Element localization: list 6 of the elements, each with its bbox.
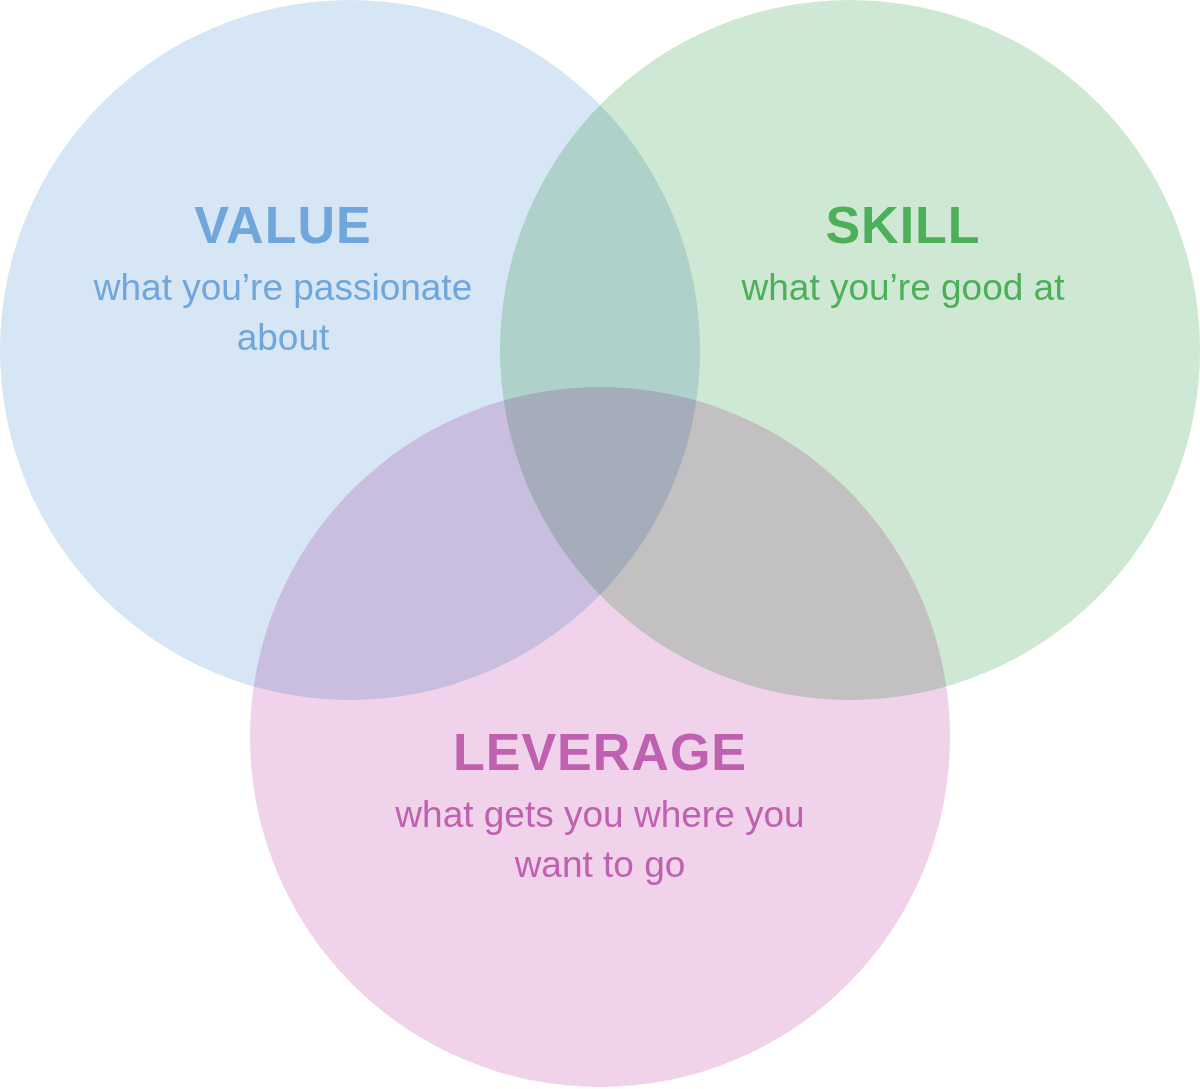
circle-heading: SKILL (824, 195, 982, 255)
circle-description: what gets you where you want to go (394, 793, 806, 887)
circle-heading: LEVERAGE (451, 722, 749, 782)
circle-description: what you’re passionate about (93, 266, 473, 360)
circle-heading: VALUE (193, 195, 373, 255)
circle-description: what you’re good at (740, 266, 1066, 310)
